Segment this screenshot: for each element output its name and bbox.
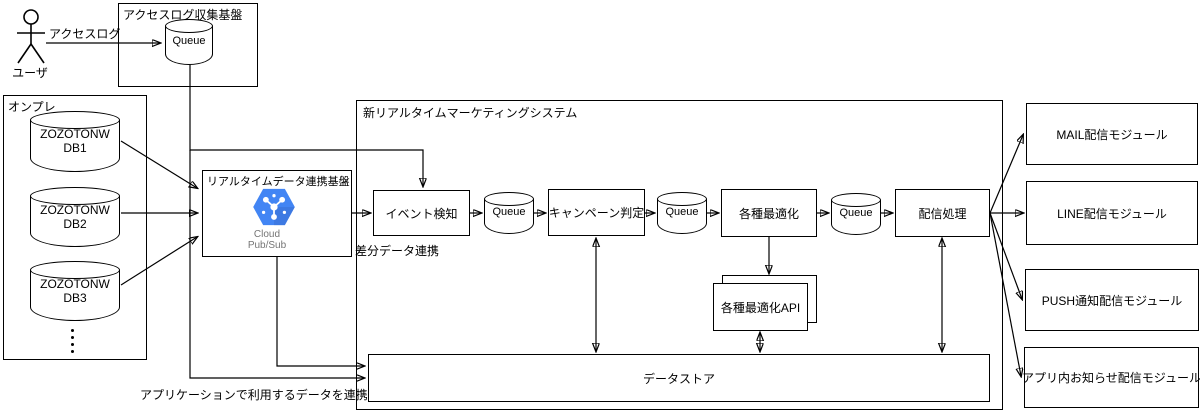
user-icon	[8, 8, 52, 68]
arrow-delivery-to-mail-module	[989, 135, 1023, 214]
cylinder-top	[484, 192, 534, 206]
queue2-cylinder: Queue	[657, 192, 707, 234]
optimization-api-node: 各種最適化API	[713, 283, 808, 331]
diff-data-flow-label: 差分データ連携	[355, 244, 440, 258]
queue1-label: Queue	[492, 206, 526, 218]
event-detection-node: イベント検知	[373, 190, 470, 236]
marketing-system-title: 新リアルタイムマーケティングシステム	[363, 106, 578, 120]
database-cylinder-db2: ZOZOTONW DB2	[30, 187, 120, 247]
marketing-system-frame: 新リアルタイムマーケティングシステム	[356, 100, 1003, 410]
campaign-judgement-node: キャンペーン判定	[548, 189, 645, 236]
more-databases-ellipsis	[71, 329, 74, 353]
app-data-flow-label: アプリケーションで利用するデータを連携	[140, 388, 368, 402]
in-app-notice-module: アプリ内お知らせ配信モジュール	[1022, 347, 1200, 408]
push-notification-module: PUSH通知配信モジュール	[1025, 269, 1199, 331]
arrow-delivery-to-push-module	[989, 212, 1022, 299]
queue3-cylinder: Queue	[831, 193, 881, 235]
arrow-pubsub-to-datastore	[276, 257, 364, 366]
onpremise-title: オンプレ	[8, 100, 56, 114]
access-log-flow-label: アクセスログ	[49, 27, 121, 41]
queue3-label: Queue	[839, 207, 873, 219]
cloud-pubsub-caption: Cloud Pub/Sub	[247, 229, 287, 251]
mail-delivery-module: MAIL配信モジュール	[1026, 103, 1198, 165]
onpremise-frame: オンプレ	[3, 95, 147, 360]
cylinder-top	[30, 187, 120, 205]
db2-label: ZOZOTONW DB2	[40, 203, 110, 232]
access-log-platform-title: アクセスログ収集基盤	[123, 8, 243, 22]
line-delivery-module: LINE配信モジュール	[1026, 181, 1198, 245]
access-log-platform-frame: アクセスログ収集基盤	[118, 3, 258, 87]
linkage-platform-title: リアルタイムデータ連携基盤	[207, 176, 350, 188]
accesslog-queue-cylinder: Queue	[165, 19, 213, 65]
cylinder-top	[165, 19, 213, 33]
arrow-accesslog-queue-to-event-detection	[189, 65, 423, 186]
accesslog-queue-label: Queue	[172, 35, 206, 47]
queue1-cylinder: Queue	[484, 192, 534, 234]
cloud-pubsub-icon	[252, 188, 296, 226]
datastore-node: データストア	[368, 354, 990, 402]
delivery-processing-node: 配信処理	[895, 189, 990, 237]
user-label: ユーザ	[12, 66, 48, 80]
cylinder-top	[30, 111, 120, 129]
db1-label: ZOZOTONW DB1	[40, 127, 110, 156]
cylinder-top	[30, 261, 120, 279]
queue2-label: Queue	[665, 206, 699, 218]
cylinder-top	[831, 193, 881, 207]
database-cylinder-db3: ZOZOTONW DB3	[30, 261, 120, 321]
arrow-delivery-to-appnotice-module	[989, 212, 1021, 376]
database-cylinder-db1: ZOZOTONW DB1	[30, 111, 120, 172]
optimization-node: 各種最適化	[721, 189, 817, 237]
cylinder-top	[657, 192, 707, 206]
db3-label: ZOZOTONW DB3	[40, 277, 110, 306]
arrow-db3-to-linkage	[120, 237, 197, 286]
arrow-db1-to-linkage	[120, 140, 197, 188]
arrow-accesslog-queue-to-datastore	[189, 150, 364, 378]
